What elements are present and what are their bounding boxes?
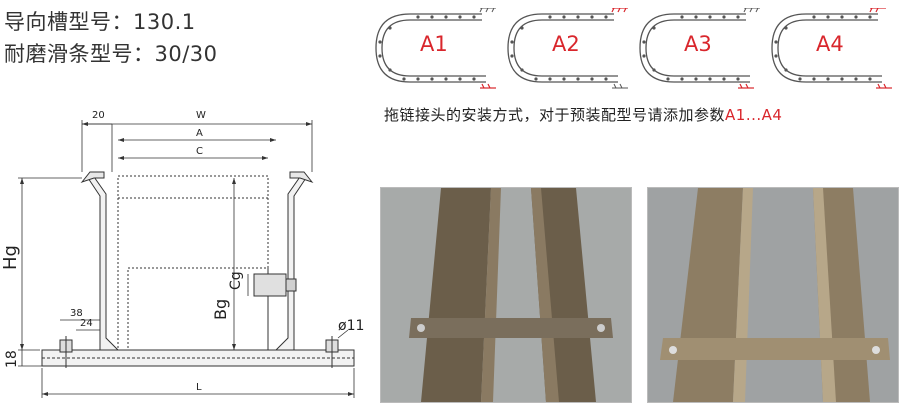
chain-a3-icon [639, 7, 760, 89]
instruction-text: 拖链接头的安装方式，对于预装配型号请添加参数 [384, 106, 726, 124]
chain-diagram-a1: A1 [370, 7, 498, 90]
product-photo-left [380, 187, 632, 403]
chain-label-a3: A3 [684, 32, 712, 56]
dim-38: 38 [70, 308, 83, 319]
chain-a4-icon [771, 7, 892, 89]
guide-channel-photo-2 [648, 188, 898, 402]
mounting-instruction: 拖链接头的安装方式，对于预装配型号请添加参数A1...A4 [384, 104, 782, 125]
chain-a2-icon [507, 7, 628, 89]
technical-drawing: 20 W A C Hg Bg Cg 38 24 18 ø11 L [0, 98, 370, 404]
chain-diagram-a3: A3 [634, 7, 762, 90]
chain-label-a2: A2 [552, 32, 580, 56]
dim-a: A [196, 128, 203, 139]
dim-w: W [196, 110, 206, 121]
strip-model-text: 耐磨滑条型号：30/30 [4, 42, 218, 66]
dim-phi11: ø11 [338, 318, 364, 334]
cross-section-drawing: 20 W A C Hg Bg Cg 38 24 18 ø11 L [0, 110, 364, 398]
dim-cg: Cg [228, 271, 244, 290]
chain-diagram-a4: A4 [766, 7, 894, 90]
dim-20: 20 [92, 110, 105, 121]
dim-24: 24 [80, 318, 93, 329]
chain-label-a4: A4 [816, 32, 844, 56]
dim-l: L [196, 382, 202, 393]
instruction-params: A1...A4 [725, 106, 783, 124]
guide-channel-photo-1 [381, 188, 631, 402]
dim-18: 18 [4, 350, 20, 368]
dim-hg: Hg [0, 245, 21, 270]
chain-diagram-a2: A2 [502, 7, 630, 90]
chain-a1-icon [375, 7, 496, 89]
dim-bg: Bg [211, 299, 230, 320]
dim-c: C [196, 146, 203, 157]
product-photo-right [647, 187, 899, 403]
chain-label-a1: A1 [420, 32, 448, 56]
groove-model-text: 导向槽型号：130.1 [4, 10, 196, 34]
